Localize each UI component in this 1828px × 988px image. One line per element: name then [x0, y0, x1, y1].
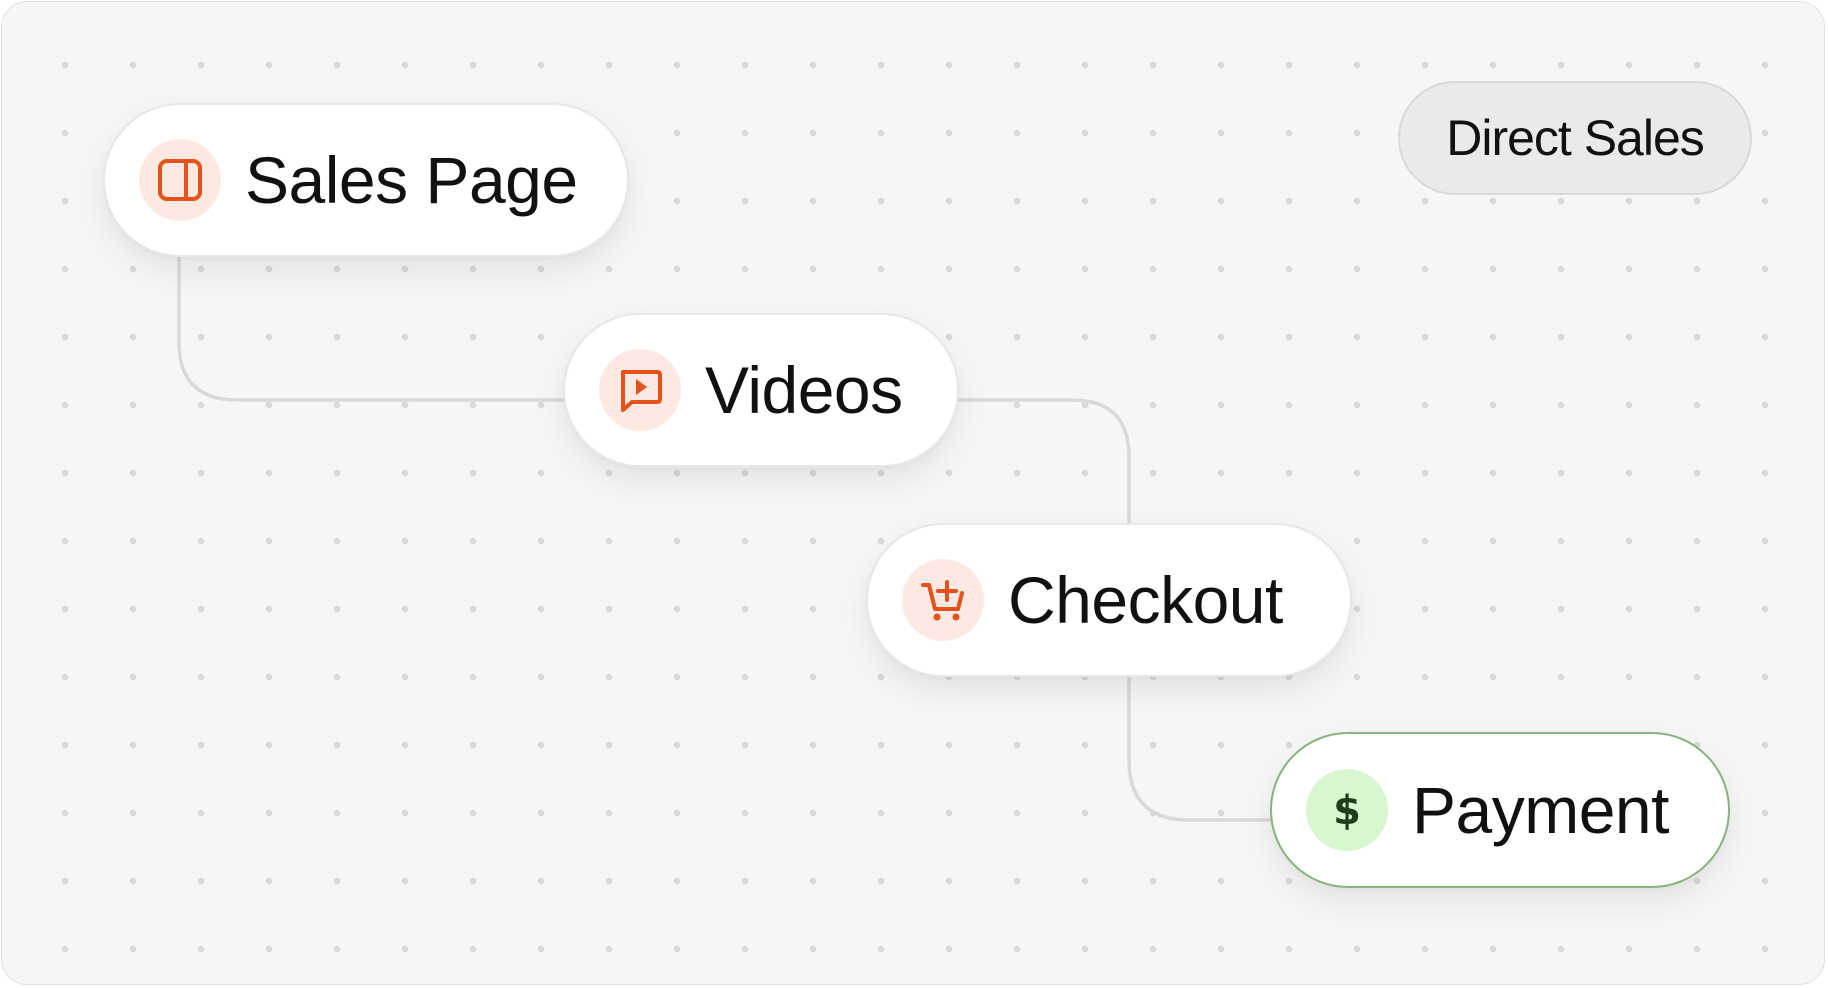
node-payment[interactable]: $ Payment — [1270, 732, 1730, 888]
video-message-icon — [599, 349, 681, 431]
node-sales-page[interactable]: Sales Page — [103, 103, 629, 257]
sidebar-panel-icon — [139, 139, 221, 221]
node-label: Payment — [1412, 773, 1669, 847]
node-videos[interactable]: Videos — [563, 313, 959, 467]
node-label: Videos — [705, 353, 903, 427]
cart-plus-icon — [902, 559, 984, 641]
connector-videos-to-checkout — [952, 398, 1131, 532]
connector-checkout-to-payment — [1127, 672, 1274, 822]
node-checkout[interactable]: Checkout — [866, 523, 1352, 677]
node-label: Sales Page — [245, 143, 578, 217]
node-label: Checkout — [1008, 563, 1283, 637]
dollar-icon: $ — [1306, 769, 1388, 851]
svg-text:$: $ — [1333, 788, 1361, 834]
connector-sales-to-videos — [177, 252, 572, 402]
badge-label: Direct Sales — [1446, 110, 1705, 166]
direct-sales-badge: Direct Sales — [1398, 81, 1752, 195]
